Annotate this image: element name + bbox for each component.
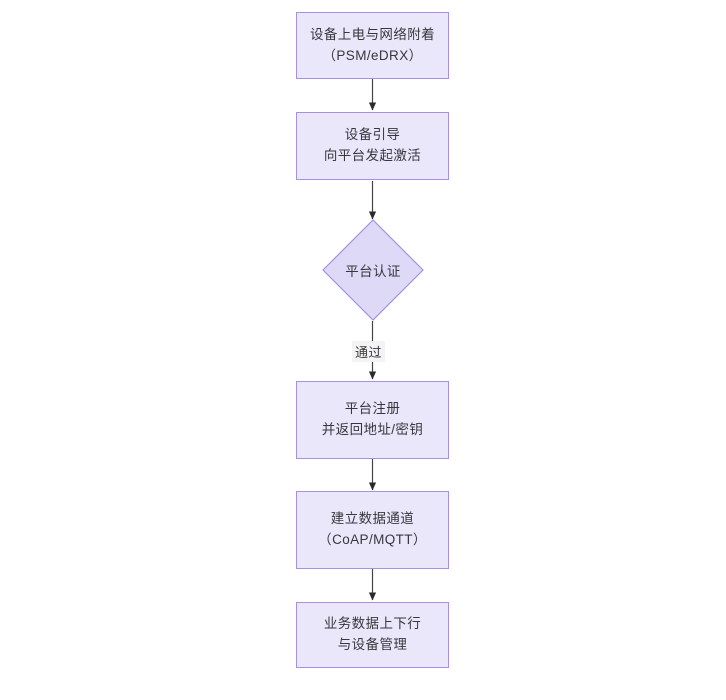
node-bootstrap-line-2: 向平台发起激活 (323, 148, 422, 163)
node-platform-register-line-2: 并返回地址/密钥 (321, 422, 424, 437)
node-service-data[interactable]: 业务数据上下行 与设备管理 (296, 602, 449, 668)
node-platform-register[interactable]: 平台注册 并返回地址/密钥 (296, 381, 449, 459)
node-platform-register-line-1: 平台注册 (344, 401, 401, 417)
node-data-channel-line-1: 建立数据通道 (330, 511, 415, 527)
node-platform-auth-label: 平台认证 (345, 264, 401, 279)
node-power-on[interactable]: 设备上电与网络附着 （PSM/eDRX） (296, 12, 449, 79)
diamond-shape (322, 219, 424, 321)
node-power-on-line-2: （PSM/eDRX） (322, 47, 423, 63)
node-power-on-line-1: 设备上电与网络附着 (309, 26, 436, 42)
node-platform-auth[interactable]: 平台认证 (322, 219, 424, 321)
node-bootstrap[interactable]: 设备引导 向平台发起激活 (296, 112, 449, 180)
node-data-channel[interactable]: 建立数据通道 （CoAP/MQTT） (296, 491, 449, 569)
node-service-data-line-1: 业务数据上下行 (323, 616, 422, 632)
node-service-data-line-2: 与设备管理 (337, 637, 408, 652)
node-data-channel-line-2: （CoAP/MQTT） (318, 532, 427, 547)
edge-label-pass: 通过 (352, 341, 386, 362)
node-bootstrap-line-1: 设备引导 (344, 127, 401, 143)
